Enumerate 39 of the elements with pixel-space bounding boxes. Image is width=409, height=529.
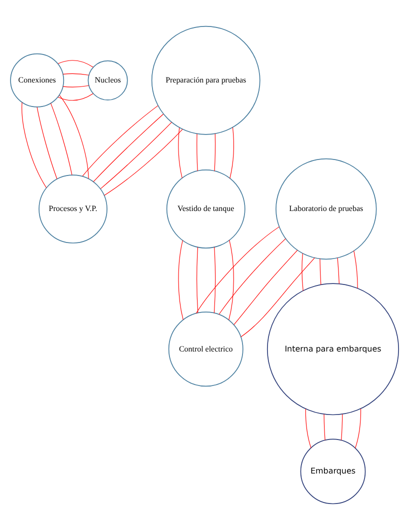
connector — [178, 126, 182, 178]
connector — [22, 102, 47, 188]
connector — [82, 104, 158, 176]
connector — [36, 106, 58, 179]
connector — [228, 239, 234, 320]
node-circle: Procesos y V.P. — [38, 174, 108, 243]
connector — [58, 60, 94, 67]
connector — [104, 128, 183, 196]
node-circle: Nucleos — [88, 60, 128, 100]
node-circle: Control electrico — [168, 311, 244, 386]
connector — [230, 126, 234, 178]
node-circle: Conexiones — [10, 52, 64, 107]
connector — [218, 238, 286, 314]
connector — [214, 246, 216, 313]
connector — [320, 258, 322, 284]
connector — [341, 413, 343, 440]
connector — [50, 102, 72, 175]
connector — [62, 72, 90, 75]
connector — [196, 226, 280, 314]
connector — [324, 413, 326, 440]
connector — [58, 92, 94, 100]
node-circle: Laboratorio de pruebas — [276, 158, 377, 260]
node-circle: Vestido de tanque — [166, 169, 246, 248]
connector — [354, 408, 362, 448]
connector — [93, 113, 164, 182]
connector — [196, 133, 198, 171]
connector — [59, 94, 89, 178]
connector — [240, 256, 315, 337]
connector — [234, 249, 298, 324]
connector — [100, 122, 172, 188]
connector — [354, 250, 358, 288]
node-circle: Preparación para pruebas — [151, 25, 260, 134]
connector — [178, 240, 184, 320]
connector — [302, 252, 304, 291]
connector — [214, 132, 216, 171]
connector — [337, 257, 340, 284]
connector — [62, 84, 90, 87]
connector — [305, 408, 312, 448]
connector — [196, 246, 198, 313]
